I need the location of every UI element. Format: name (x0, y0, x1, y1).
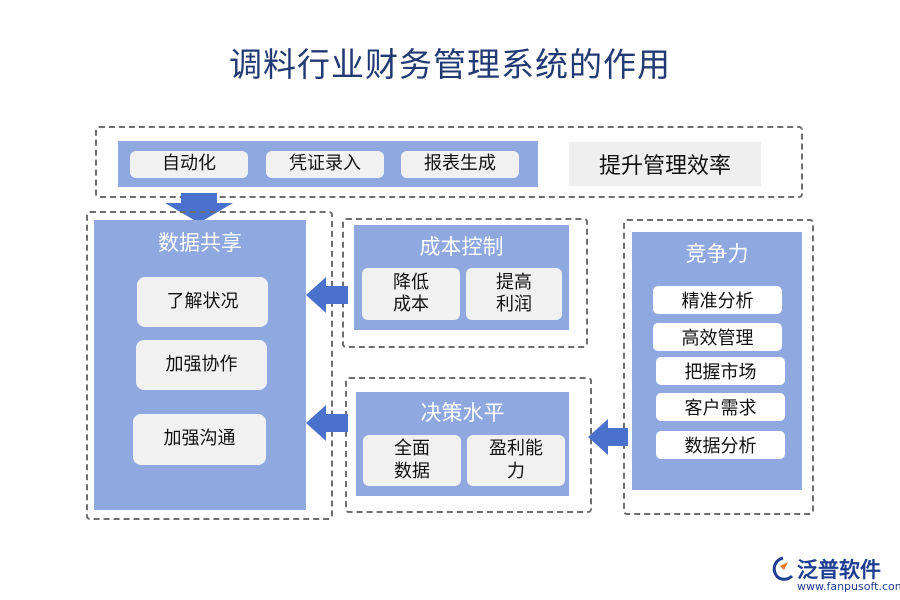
logo: 泛普软件 www.fanpusoft.com (770, 554, 900, 594)
cost-control-item-raise-profit: 提高 利润 (466, 268, 562, 320)
cost-control-title: 成本控制 (419, 235, 504, 259)
competitiveness-item-data-analysis: 数据分析 (656, 431, 785, 459)
competitiveness-item-customer-demand: 客户需求 (656, 393, 785, 421)
competitiveness-title: 竞争力 (685, 242, 749, 266)
data-sharing-section (86, 211, 333, 520)
data-sharing-item-understand: 了解状况 (137, 277, 268, 327)
decision-item-profitability: 盈利能 力 (467, 435, 565, 486)
competitiveness-item-efficient-management: 高效管理 (653, 323, 782, 351)
arrow-left-icon (588, 419, 628, 455)
arrow-left-icon (306, 405, 348, 441)
competitiveness-section (623, 219, 814, 515)
cost-control-section (342, 218, 588, 348)
competitiveness-item-grasp-market: 把握市场 (656, 357, 785, 385)
page-title: 调料行业财务管理系统的作用 (229, 45, 671, 84)
efficiency-label: 提升管理效率 (569, 142, 761, 186)
decision-item-full-data: 全面 数据 (363, 435, 461, 486)
decision-section (345, 377, 592, 513)
efficiency-section (95, 126, 803, 198)
logo-url: www.fanpusoft.com (797, 580, 900, 593)
cost-control-item-reduce-cost: 降低 成本 (362, 268, 460, 320)
logo-mark-icon (772, 556, 794, 581)
efficiency-item-automation: 自动化 (130, 151, 248, 178)
efficiency-item-report-generation: 报表生成 (401, 151, 519, 178)
data-sharing-item-communication: 加强沟通 (133, 414, 266, 465)
competitiveness-item-precise-analysis: 精准分析 (653, 286, 782, 314)
data-sharing-item-collaboration: 加强协作 (136, 340, 267, 390)
logo-name: 泛普软件 (797, 558, 881, 582)
down-arrow-icon (163, 193, 235, 223)
efficiency-item-voucher-entry: 凭证录入 (266, 151, 384, 178)
data-sharing-title: 数据共享 (158, 231, 242, 255)
arrow-left-icon (306, 277, 348, 313)
decision-title: 决策水平 (420, 401, 505, 425)
